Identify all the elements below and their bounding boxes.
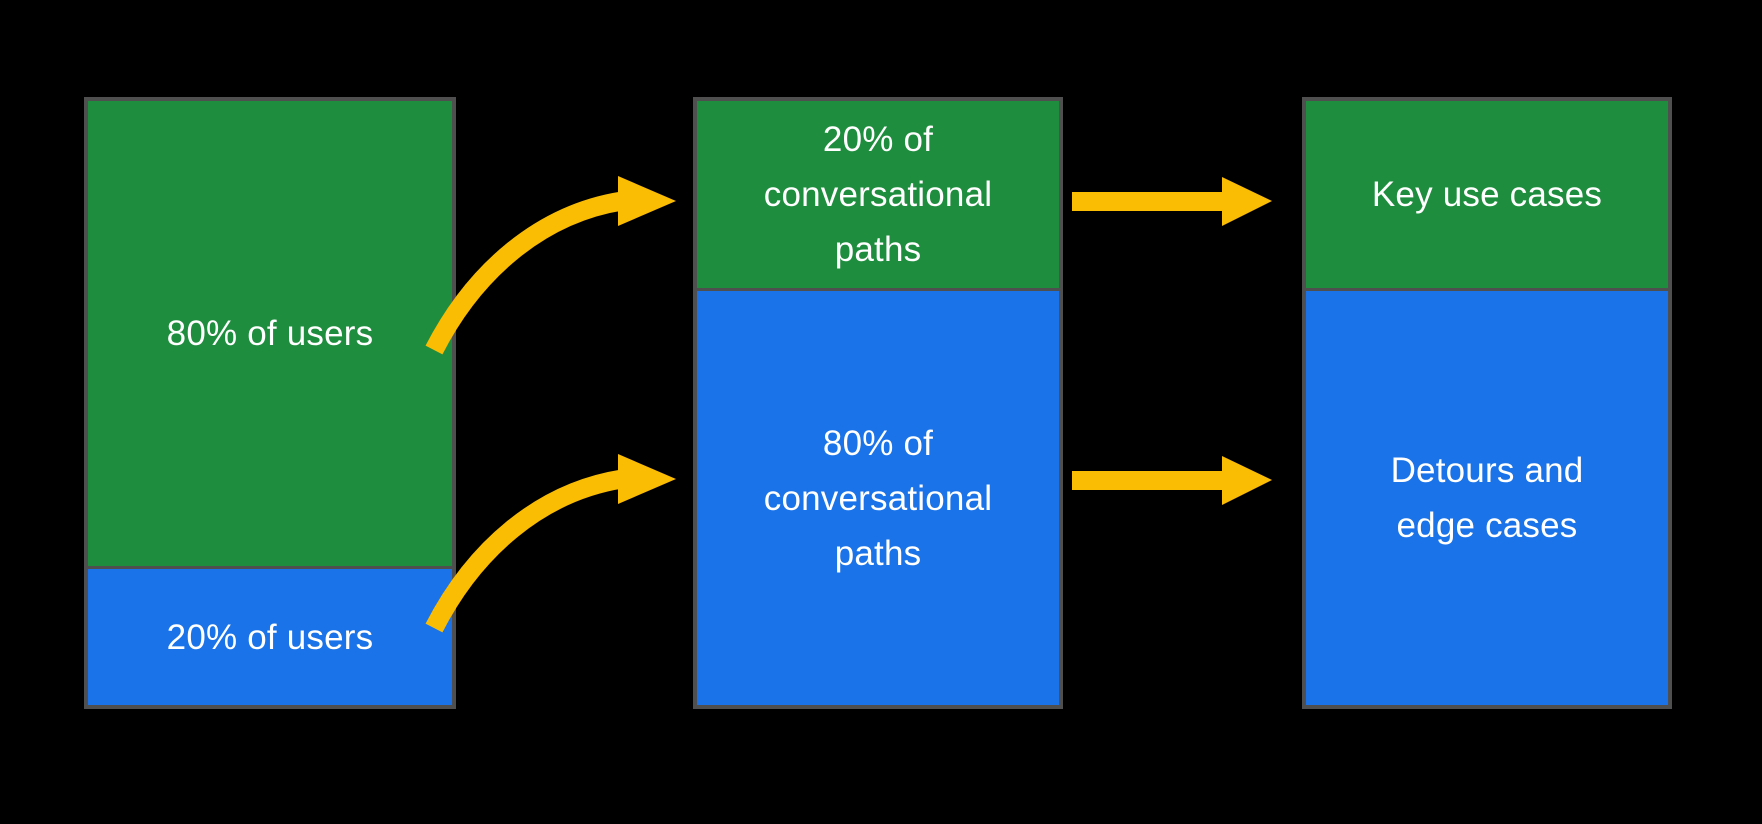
segment-label: 80% of conversational paths: [763, 423, 993, 573]
segment-label: 80% of users: [166, 314, 374, 354]
segment-label: Key use cases: [1371, 175, 1603, 215]
segment-paths-minority: 20% of conversational paths: [697, 101, 1059, 289]
segment-label: 20% of users: [166, 617, 374, 657]
straight-arrow-bottom-icon: [1072, 456, 1272, 505]
segment-label: Detours and edge cases: [1390, 451, 1584, 546]
curved-arrow-top-icon: [425, 176, 676, 355]
segment-detours-edge-cases: Detours and edge cases: [1306, 288, 1668, 705]
bar-conversational-paths: 20% of conversational paths 80% of conve…: [693, 97, 1063, 709]
straight-arrow-top-icon: [1072, 177, 1272, 226]
bar-users: 80% of users 20% of users: [84, 97, 456, 709]
segment-key-use-cases: Key use cases: [1306, 101, 1668, 289]
segment-users-majority: 80% of users: [88, 101, 452, 567]
segment-users-minority: 20% of users: [88, 566, 452, 705]
segment-paths-majority: 80% of conversational paths: [697, 288, 1059, 705]
bar-outcomes: Key use cases Detours and edge cases: [1302, 97, 1672, 709]
curved-arrow-bottom-icon: [425, 454, 676, 633]
segment-label: 20% of conversational paths: [763, 120, 993, 270]
